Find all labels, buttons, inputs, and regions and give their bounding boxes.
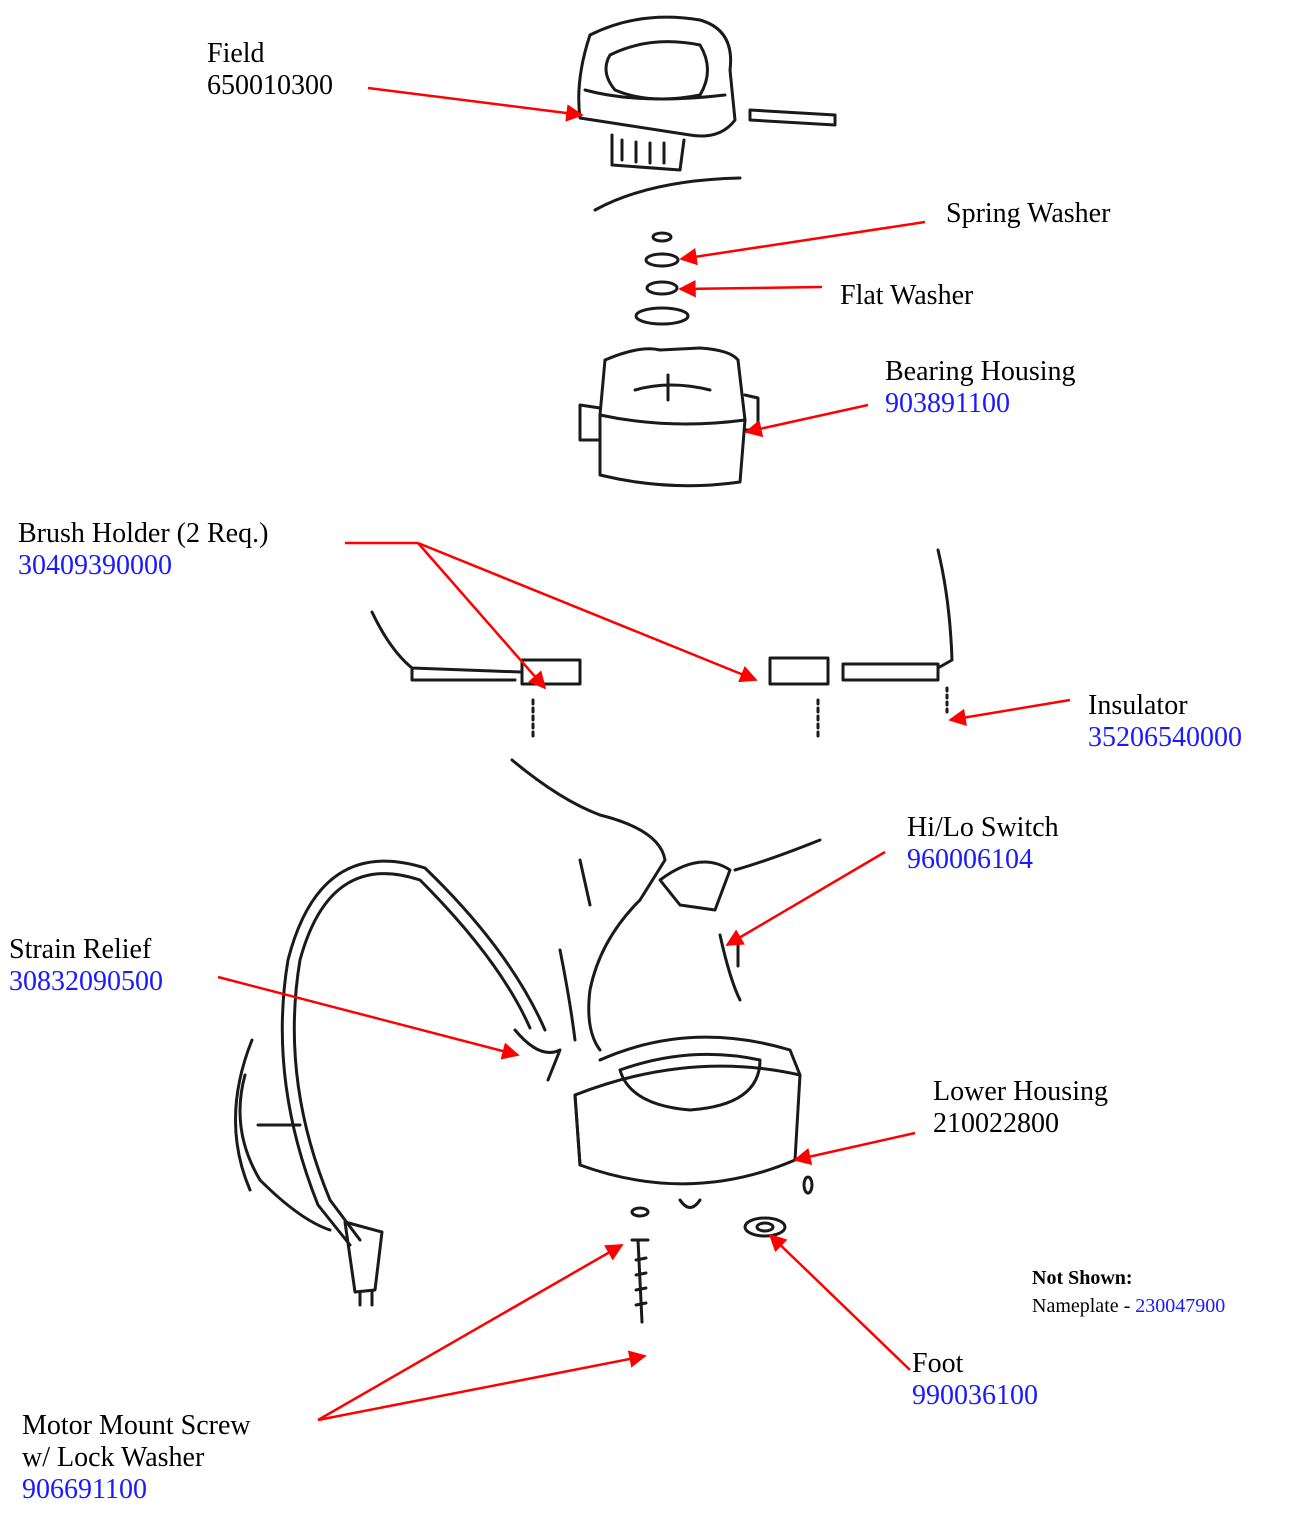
nameplate-part-number[interactable]: 230047900 bbox=[1135, 1295, 1226, 1317]
field-part-number: 650010300 bbox=[207, 70, 333, 101]
bearing-housing-callout-arrow bbox=[744, 403, 869, 438]
lower-housing-callout-arrow bbox=[793, 1131, 916, 1166]
not-shown-note: Not Shown: Nameplate - 230047900 bbox=[1032, 1264, 1225, 1320]
power-cord-drawing bbox=[234, 859, 562, 1307]
not-shown-heading: Not Shown: bbox=[1032, 1267, 1133, 1289]
foot-part-number[interactable]: 990036100 bbox=[912, 1380, 1038, 1411]
lower-housing-label: Lower Housing 210022800 bbox=[933, 1076, 1108, 1140]
lower-housing-part-number: 210022800 bbox=[933, 1108, 1059, 1139]
flat-washer-callout-arrow bbox=[678, 280, 823, 298]
lower-housing-drawing bbox=[573, 1035, 814, 1218]
flat-washer-label: Flat Washer bbox=[840, 280, 973, 312]
field-name: Field bbox=[207, 38, 265, 69]
field-label: Field 650010300 bbox=[207, 38, 333, 102]
bearing-housing-drawing bbox=[578, 346, 760, 488]
spring-washer-name: Spring Washer bbox=[946, 198, 1111, 229]
brush-holder-label: Brush Holder (2 Req.) 30409390000 bbox=[18, 518, 268, 582]
hilo-switch-name: Hi/Lo Switch bbox=[907, 812, 1059, 843]
bearing-housing-name: Bearing Housing bbox=[885, 356, 1076, 387]
motor-mount-screw-name-line2: w/ Lock Washer bbox=[22, 1442, 205, 1473]
brush-holder-part-number[interactable]: 30409390000 bbox=[18, 550, 172, 581]
bearing-housing-part-number[interactable]: 903891100 bbox=[885, 388, 1010, 419]
brush-holder-name: Brush Holder (2 Req.) bbox=[18, 518, 269, 549]
strain-relief-label: Strain Relief 30832090500 bbox=[9, 934, 163, 998]
foot-label: Foot 990036100 bbox=[912, 1348, 1038, 1412]
motor-mount-screw-name-line1: Motor Mount Screw bbox=[22, 1410, 251, 1441]
insulator-callout-arrow bbox=[948, 698, 1071, 727]
washer-stack-drawing bbox=[634, 231, 690, 326]
field-drawing bbox=[577, 15, 837, 212]
hilo-switch-callout-arrow bbox=[725, 850, 886, 947]
insulator-name: Insulator bbox=[1088, 690, 1188, 721]
hilo-switch-label: Hi/Lo Switch 960006104 bbox=[907, 812, 1059, 876]
foot-name: Foot bbox=[912, 1348, 964, 1379]
motor-mount-screw-part-number[interactable]: 906691100 bbox=[22, 1474, 147, 1505]
strain-relief-name: Strain Relief bbox=[9, 934, 152, 965]
spring-washer-label: Spring Washer bbox=[946, 198, 1110, 230]
nameplate-label: Nameplate - bbox=[1032, 1295, 1136, 1317]
screw-callout-arrow-upper bbox=[317, 1243, 624, 1422]
flat-washer-name: Flat Washer bbox=[840, 280, 974, 311]
foot-callout-arrow bbox=[768, 1233, 911, 1371]
strain-relief-part-number[interactable]: 30832090500 bbox=[9, 966, 163, 997]
wiring-drawing bbox=[510, 758, 822, 1052]
brush-holder-left-callout-arrow bbox=[417, 542, 547, 690]
motor-mount-screw-label: Motor Mount Screw w/ Lock Washer 9066911… bbox=[22, 1410, 251, 1506]
screw-callout-arrow-lower bbox=[317, 1350, 647, 1422]
brush-holder-right-callout-arrow bbox=[417, 541, 758, 683]
spring-washer-callout-arrow bbox=[679, 220, 926, 266]
field-callout-arrow bbox=[367, 86, 584, 122]
insulator-part-number[interactable]: 35206540000 bbox=[1088, 722, 1242, 753]
screw-and-foot-drawing bbox=[630, 1216, 787, 1324]
strain-relief-callout-arrow bbox=[217, 975, 520, 1060]
hilo-switch-part-number[interactable]: 960006104 bbox=[907, 844, 1033, 875]
bearing-housing-label: Bearing Housing 903891100 bbox=[885, 356, 1076, 420]
insulator-label: Insulator 35206540000 bbox=[1088, 690, 1242, 754]
lower-housing-name: Lower Housing bbox=[933, 1076, 1108, 1107]
brush-assembly-drawing bbox=[370, 548, 954, 742]
